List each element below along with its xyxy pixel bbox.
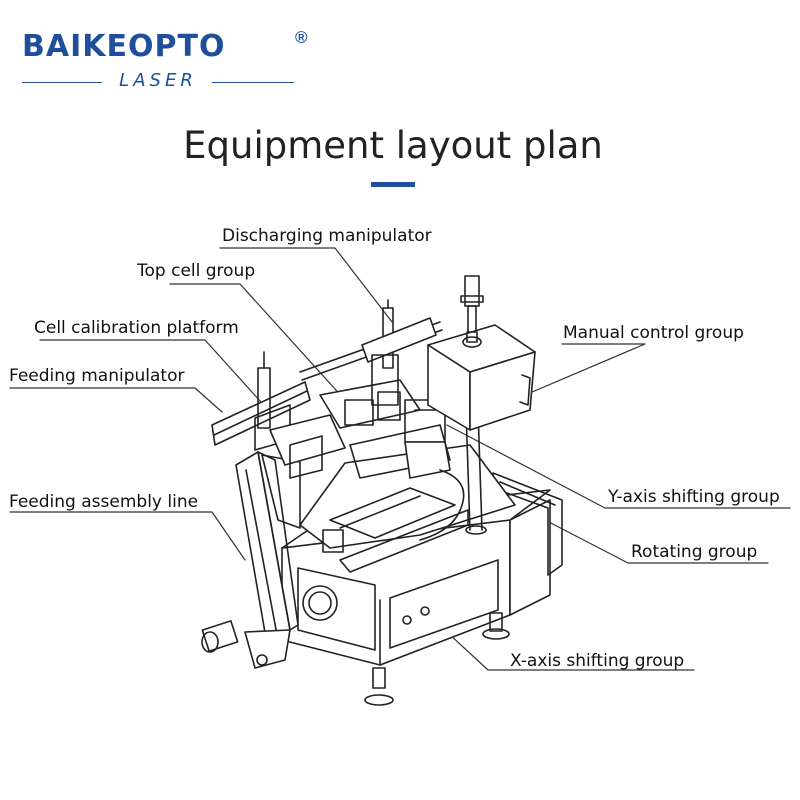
leader-discharging bbox=[219, 247, 393, 323]
page-title: Equipment layout plan bbox=[183, 124, 603, 167]
leader-rotating bbox=[544, 519, 769, 564]
leader-manual bbox=[517, 343, 646, 399]
registered-mark: ® bbox=[295, 28, 308, 47]
leader-calibration bbox=[39, 339, 271, 413]
leader-lines bbox=[9, 247, 791, 671]
brand-logo: BAIKEOPTO ® LASER bbox=[22, 28, 312, 91]
leader-assembly bbox=[9, 511, 246, 561]
x-axis-shifting-group bbox=[322, 487, 456, 553]
label-manual-control-group: Manual control group bbox=[563, 323, 744, 343]
label-cell-calibration-platform: Cell calibration platform bbox=[34, 318, 239, 338]
brand-name: BAIKEOPTO bbox=[22, 29, 226, 64]
y-axis-shifting-group bbox=[404, 399, 451, 479]
leader-feeding-manip bbox=[9, 387, 223, 413]
label-x-axis-shifting-group: X-axis shifting group bbox=[510, 651, 685, 671]
rotating-group bbox=[419, 409, 487, 541]
feet bbox=[364, 612, 510, 706]
brand-rule-right bbox=[212, 82, 294, 83]
label-discharging-manipulator: Discharging manipulator bbox=[222, 226, 432, 246]
label-feeding-manipulator: Feeding manipulator bbox=[9, 366, 185, 386]
brand-subtitle: LASER bbox=[110, 70, 206, 91]
label-top-cell-group: Top cell group bbox=[137, 261, 256, 281]
feeding-assembly-conveyor bbox=[201, 451, 301, 669]
cell-calibration-platform bbox=[269, 414, 346, 479]
title-accent-bar bbox=[371, 182, 415, 187]
brand-rule-left bbox=[22, 82, 102, 83]
label-y-axis-shifting-group: Y-axis shifting group bbox=[608, 487, 780, 507]
manual-control-box bbox=[427, 324, 536, 431]
leader-top-cell bbox=[169, 283, 346, 401]
label-feeding-assembly-line: Feeding assembly line bbox=[9, 492, 199, 512]
discharging-manipulator bbox=[361, 299, 437, 406]
leader-y-axis bbox=[446, 424, 791, 509]
label-rotating-group: Rotating group bbox=[631, 542, 758, 562]
